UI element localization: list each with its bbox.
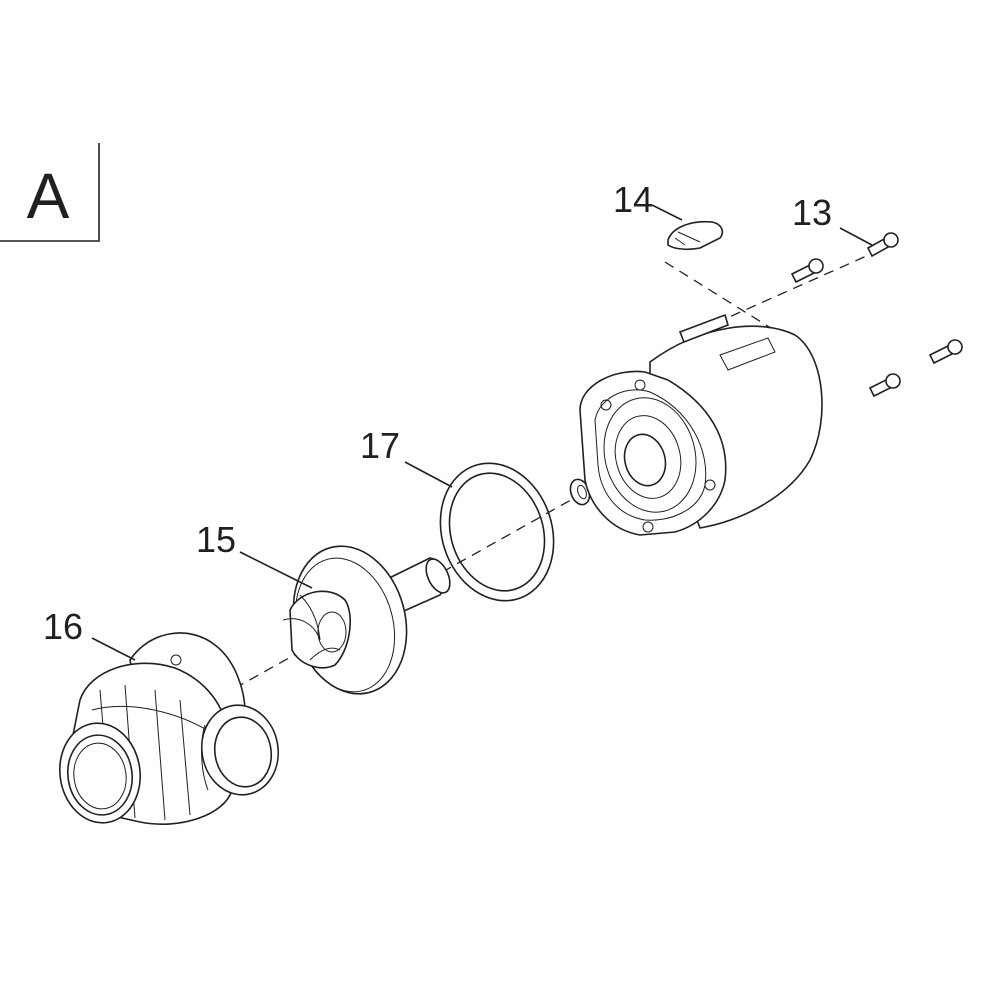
part-label-17: 17 (360, 425, 400, 466)
pump-housing (58, 632, 280, 825)
section-letter: A (27, 160, 70, 232)
section-marker: A (0, 143, 100, 242)
screw-right (928, 339, 963, 365)
o-ring (439, 462, 555, 602)
leader-lines (91, 204, 873, 661)
screw-lower (868, 373, 901, 398)
part-label-15: 15 (196, 519, 236, 560)
screw-upper (866, 232, 899, 258)
part-label-16: 16 (43, 606, 83, 647)
part-label-13: 13 (792, 192, 832, 233)
screw-mid-left (790, 258, 824, 284)
impeller (282, 545, 451, 695)
part-label-14: 14 (613, 179, 653, 220)
motor-unit (579, 313, 823, 536)
cable-clip (667, 220, 724, 251)
